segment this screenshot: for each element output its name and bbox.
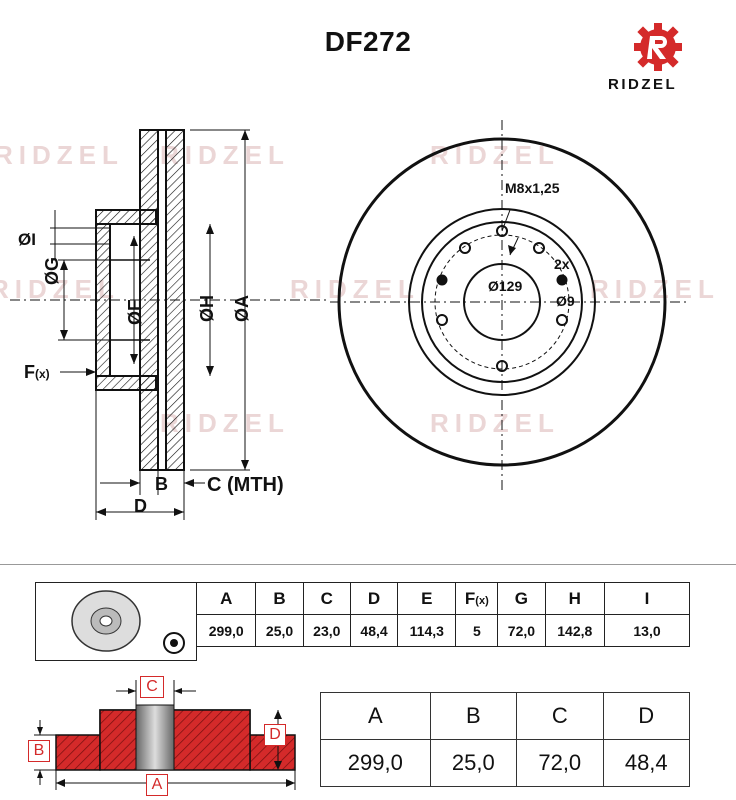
- dim-value-b: 25,0: [429, 739, 518, 787]
- dimension-table: A B C D 299,0 25,0 72,0 48,4: [320, 692, 690, 787]
- separator-line: [0, 564, 736, 565]
- spec-value-f: 5: [455, 614, 499, 647]
- watermark-text: RIDZEL: [430, 140, 560, 170]
- label-diameter-h: ØH: [197, 295, 217, 322]
- label-f: F(x): [24, 362, 50, 382]
- spec-value-h: 142,8: [544, 614, 606, 647]
- spec-header-d: D: [349, 582, 399, 615]
- dim-header-d: D: [602, 692, 690, 740]
- spec-header-f: F(x): [455, 582, 499, 615]
- label-diameter-g: ØG: [42, 256, 62, 285]
- watermark-text: RIDZEL: [430, 408, 560, 438]
- thread-label: M8x1,25: [505, 180, 560, 196]
- front-view-drawing: [330, 120, 690, 490]
- holes-count-label: 2x: [554, 256, 570, 272]
- label-b: B: [155, 474, 168, 494]
- watermark-text: RIDZEL: [0, 140, 124, 170]
- product-code: DF272: [324, 26, 412, 57]
- spec-value-e: 114,3: [397, 614, 457, 647]
- dim-value-row: 299,0 25,0 72,0 48,4: [320, 739, 690, 787]
- hub-label-a: A: [146, 774, 168, 796]
- dim-header-c: C: [516, 692, 604, 740]
- hub-label-d: D: [264, 724, 286, 746]
- spec-value-b: 25,0: [255, 614, 304, 647]
- dim-value-c: 72,0: [516, 739, 604, 787]
- spec-value-g: 72,0: [497, 614, 546, 647]
- side-section-drawing: [10, 129, 330, 520]
- spec-header-b: B: [255, 582, 304, 615]
- watermark-text: RIDZEL: [590, 274, 720, 304]
- spec-header-g: G: [497, 582, 546, 615]
- spec-header-a: A: [195, 582, 257, 615]
- hub-label-c: C: [140, 676, 164, 698]
- label-diameter-e: ØE: [125, 298, 145, 325]
- watermark-text: RIDZEL: [0, 274, 120, 304]
- label-d: D: [134, 496, 147, 516]
- brand-name: RIDZEL: [608, 76, 678, 93]
- spec-value-a: 299,0: [195, 614, 257, 647]
- spec-value-c: 23,0: [302, 614, 351, 647]
- disc-thumbnail: [35, 582, 197, 661]
- holes-diameter-label: Ø9: [556, 293, 575, 309]
- spec-header-e: E: [397, 582, 457, 615]
- dim-header-b: B: [429, 692, 518, 740]
- dim-value-d: 48,4: [602, 739, 690, 787]
- hub-section-drawing: [34, 680, 296, 790]
- spec-table: A B C D E F(x) G H I 299,0 25,0 23,0 48,…: [195, 582, 690, 647]
- dim-header-row: A B C D: [320, 692, 690, 740]
- pcd-label: Ø129: [488, 278, 523, 294]
- spec-header-i: I: [604, 582, 690, 615]
- spec-header-row: A B C D E F(x) G H I: [195, 582, 690, 615]
- label-c-mth: C (MTH): [207, 474, 284, 496]
- spec-header-c: C: [302, 582, 351, 615]
- disc-icon: [71, 590, 185, 654]
- dim-header-a: A: [320, 692, 431, 740]
- dim-value-a: 299,0: [320, 739, 431, 787]
- spec-header-h: H: [544, 582, 606, 615]
- label-diameter-a: ØA: [232, 295, 252, 322]
- ridzel-logo-icon: [634, 23, 682, 71]
- hub-label-b: B: [28, 740, 50, 762]
- watermark-text: RIDZEL: [290, 274, 420, 304]
- spec-value-d: 48,4: [349, 614, 399, 647]
- label-diameter-i: ØI: [18, 230, 36, 249]
- spec-value-i: 13,0: [604, 614, 690, 647]
- spec-value-row: 299,0 25,0 23,0 48,4 114,3 5 72,0 142,8 …: [195, 614, 690, 647]
